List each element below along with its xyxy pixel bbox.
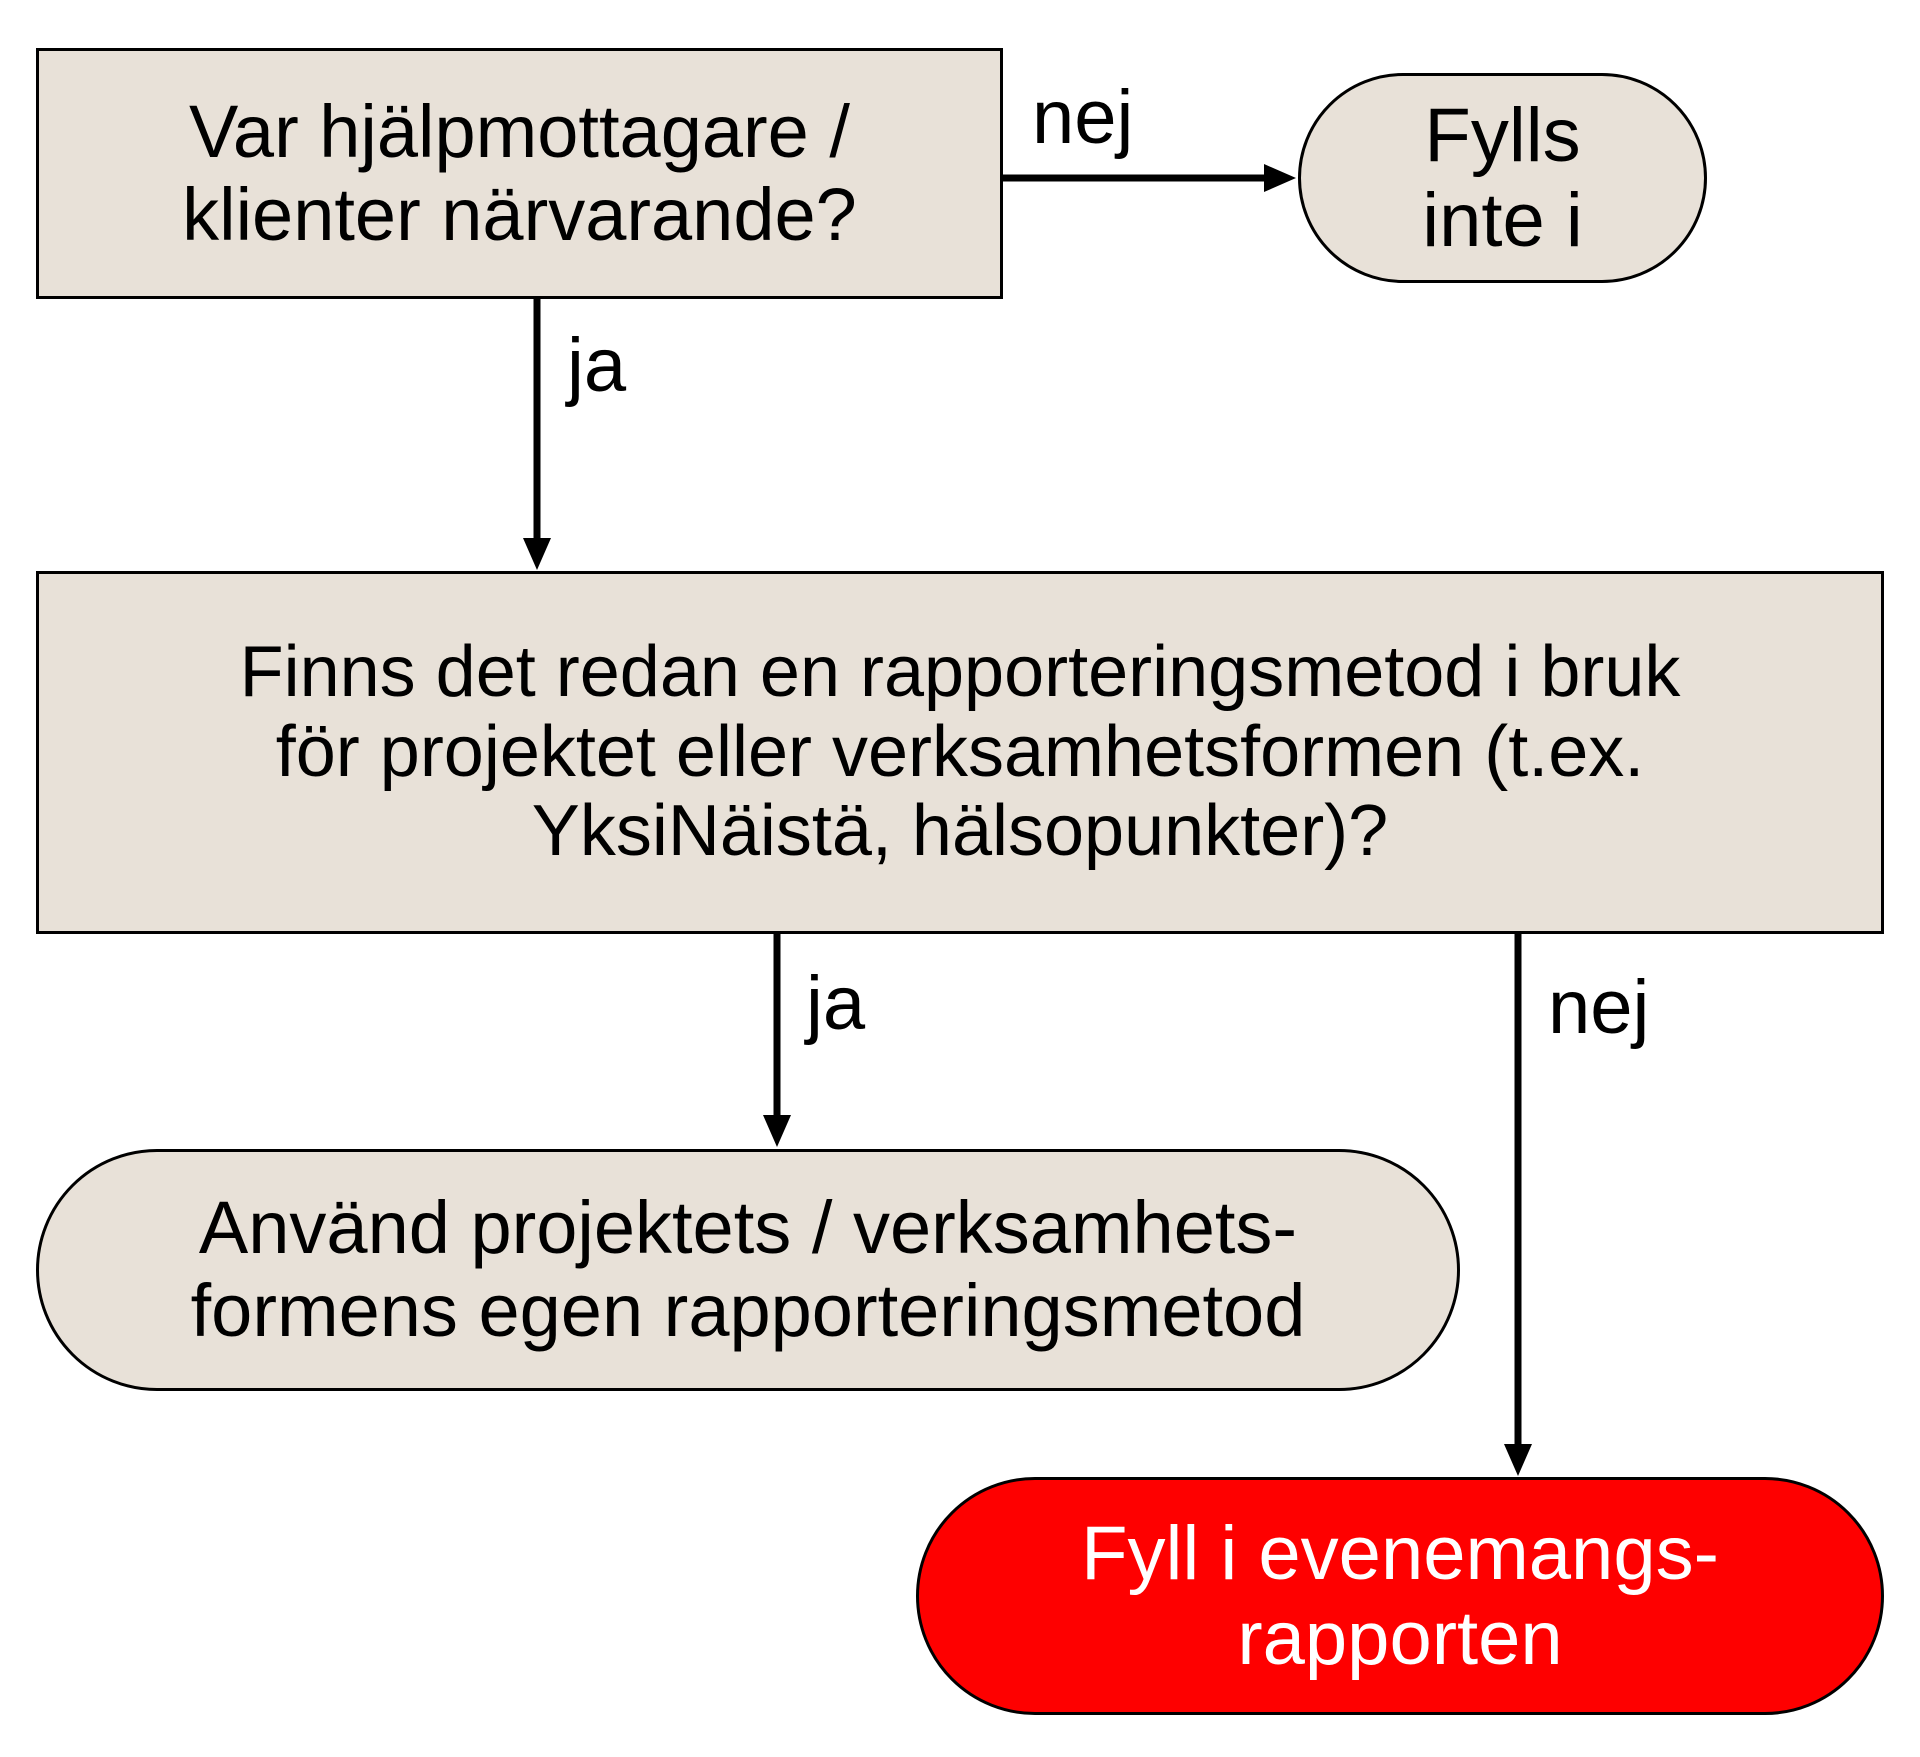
terminal-fill-event-report: Fyll i evenemangs- rapporten bbox=[916, 1477, 1884, 1715]
decision-clients-present-line-2: klienter närvarande? bbox=[182, 172, 857, 256]
terminal-fill-event-report-line-2: rapporten bbox=[1237, 1596, 1563, 1681]
arrowhead-q1-no bbox=[1264, 164, 1296, 192]
decision-existing-method-line-2: för projektet eller verksamhetsformen (t… bbox=[275, 711, 1645, 792]
terminal-use-own-method: Använd projektets / verksamhets- formens… bbox=[36, 1149, 1460, 1391]
edge-label-q1-yes: ja bbox=[567, 323, 627, 408]
arrowhead-q1-yes bbox=[523, 538, 551, 570]
edge-label-q1-no: nej bbox=[1032, 75, 1134, 160]
edge-label-q2-no: nej bbox=[1548, 965, 1650, 1050]
terminal-use-own-method-line-1: Använd projektets / verksamhets- bbox=[198, 1186, 1298, 1270]
terminal-not-filled: Fylls inte i bbox=[1298, 73, 1707, 283]
terminal-not-filled-line-2: inte i bbox=[1422, 178, 1583, 263]
decision-clients-present-line-1: Var hjälpmottagare / bbox=[189, 89, 850, 173]
terminal-use-own-method-line-2: formens egen rapporteringsmetod bbox=[190, 1269, 1306, 1352]
terminal-fill-event-report-line-1: Fyll i evenemangs- bbox=[1081, 1510, 1719, 1596]
arrowhead-q2-no bbox=[1504, 1444, 1532, 1476]
decision-clients-present: Var hjälpmottagare / klienter närvarande… bbox=[36, 48, 1003, 299]
decision-existing-method-line-3: YksiNäistä, hälsopunkter)? bbox=[531, 791, 1389, 872]
arrowhead-q2-yes bbox=[763, 1115, 791, 1147]
terminal-not-filled-line-1: Fylls bbox=[1424, 92, 1581, 178]
decision-existing-method: Finns det redan en rapporteringsmetod i … bbox=[36, 571, 1884, 934]
decision-existing-method-line-1: Finns det redan en rapporteringsmetod i … bbox=[239, 631, 1681, 712]
edge-label-q2-yes: ja bbox=[806, 961, 866, 1046]
